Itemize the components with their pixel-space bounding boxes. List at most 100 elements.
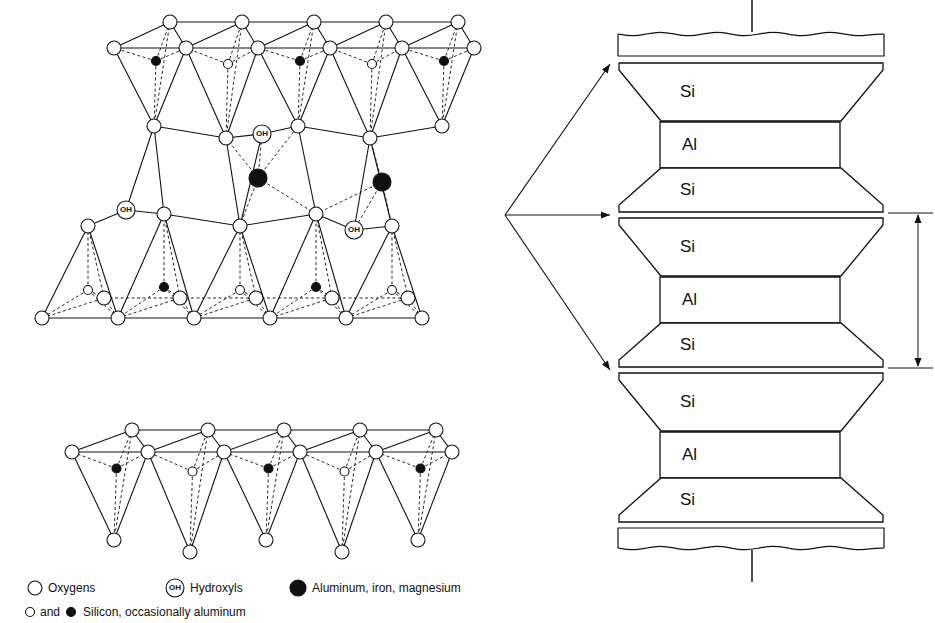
oxygen-atom (157, 207, 171, 221)
oxygen-atom (111, 311, 125, 325)
octahedral-edge (240, 214, 316, 226)
inner-bond (346, 290, 392, 318)
sheet-label: Si (680, 393, 935, 412)
silicon-sample (26, 608, 35, 617)
oxygen-atom (339, 311, 353, 325)
oxygen-atom (379, 15, 393, 29)
silicon-atom (160, 283, 169, 292)
band-shape (619, 323, 883, 367)
bond-line (72, 451, 148, 452)
atoms (26, 15, 482, 617)
inner-bond (418, 469, 421, 541)
oxygen-atom (369, 445, 383, 459)
bond-line (224, 452, 266, 540)
oxygen-atom (363, 131, 377, 145)
oxygen-atom (251, 41, 265, 55)
arrowhead (915, 214, 922, 223)
bond-line (270, 214, 316, 318)
silicon-atom (416, 464, 425, 473)
pointer-line (505, 214, 610, 215)
bond-line (164, 214, 194, 318)
inner-bond (298, 61, 300, 126)
bond-line (346, 298, 408, 318)
oxygen-atom (415, 311, 429, 325)
bond-line (154, 22, 170, 126)
oxygen-atom (217, 445, 231, 459)
bond-line (346, 226, 392, 318)
bond-line (330, 22, 386, 48)
band-shape (619, 168, 883, 212)
bracket-tick (888, 213, 933, 214)
oxygen-atom (201, 423, 215, 437)
inner-bond (316, 214, 317, 287)
inner-bond (342, 472, 345, 553)
oxygen-atom (65, 445, 79, 459)
bond-line (104, 298, 180, 299)
bond-line (330, 48, 370, 138)
arrowhead (915, 358, 922, 367)
bond-line (186, 48, 226, 138)
hydroxyl-label: OH (169, 584, 181, 592)
oxygen-atom (291, 119, 305, 133)
oxygen-atom (219, 131, 233, 145)
inner-bond (226, 64, 228, 138)
bond-line (132, 429, 208, 430)
bond-line (72, 452, 114, 540)
band-outline (618, 168, 884, 213)
sheet-label: Si (680, 83, 935, 102)
oxygen-atom (179, 41, 193, 55)
bracket-line (918, 215, 919, 366)
bond-line (266, 430, 284, 540)
bond-line (258, 48, 298, 126)
bond-line (242, 21, 314, 22)
octahedral-bond (316, 182, 382, 214)
silicon-atom (236, 286, 245, 295)
oxygen-atom (163, 15, 177, 29)
sheet-label: Si (680, 336, 935, 355)
oxygen-atom (395, 41, 409, 55)
bond-line (298, 22, 314, 126)
bond-line (360, 429, 436, 430)
silicon-atom (440, 57, 449, 66)
hydroxyl-label: OH (348, 226, 360, 234)
bond-line (270, 298, 332, 318)
bond-line (148, 452, 190, 552)
oxygen-atom (277, 423, 291, 437)
silicon-atom (84, 286, 93, 295)
oxygen-atom (325, 291, 339, 305)
oxygen-atom (411, 533, 425, 547)
stack-axis (751, 0, 753, 32)
inner-bond (114, 469, 117, 541)
bond-line (442, 22, 458, 126)
inner-bond (442, 61, 444, 126)
bond-line (402, 48, 442, 126)
oxygen-atom (445, 445, 459, 459)
oxygen-atom (187, 311, 201, 325)
arrowhead (602, 64, 610, 73)
silicon-atom (312, 283, 321, 292)
bond-line (88, 226, 118, 318)
inner-bond (118, 287, 164, 318)
arrowhead (602, 361, 610, 370)
hydroxyl-circle (253, 125, 271, 143)
bond-line (180, 298, 256, 299)
octahedral-edge (126, 126, 154, 210)
bond-line (148, 430, 208, 452)
band-outline (618, 323, 884, 368)
oxygen-atom (335, 545, 349, 559)
oxygen-atom (235, 15, 249, 29)
tetrahedral-sheet-band: Si (618, 168, 884, 213)
oxygen-atom (173, 291, 187, 305)
oxygen-atom (451, 15, 465, 29)
pointer-arrows (505, 64, 610, 370)
bond-line (330, 47, 402, 48)
bond-line (300, 451, 376, 452)
bond-line (42, 298, 104, 318)
layer-fragment (618, 34, 884, 56)
bond-line (316, 214, 346, 318)
bond-line (42, 226, 88, 318)
bond-line (190, 452, 224, 552)
inner-bond (240, 226, 241, 290)
bond-line (190, 430, 208, 552)
